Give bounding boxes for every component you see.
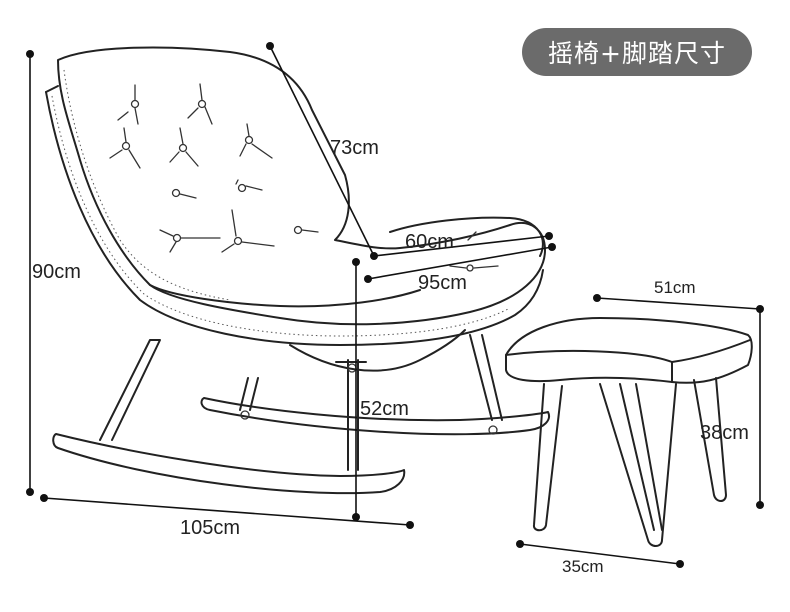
base-length-label: 105cm — [180, 517, 241, 539]
footstool-top-width-label: 51cm — [654, 278, 696, 297]
footstool-drawing — [505, 317, 753, 547]
tufting-buttons — [109, 83, 499, 272]
backrest-length-label: 73cm — [330, 137, 379, 159]
rocking-chair-drawing — [45, 46, 550, 495]
footstool-height-label: 38cm — [700, 422, 749, 444]
seat-height-label: 52cm — [360, 398, 409, 420]
seat-depth-label: 95cm — [418, 272, 467, 294]
footstool-base-width-label: 35cm — [562, 557, 604, 576]
title-badge: 摇椅+脚踏尺寸 — [522, 28, 752, 76]
chair-height-label: 90cm — [32, 261, 81, 283]
seat-width-label: 60cm — [405, 231, 454, 253]
dimension-lines — [26, 42, 764, 568]
